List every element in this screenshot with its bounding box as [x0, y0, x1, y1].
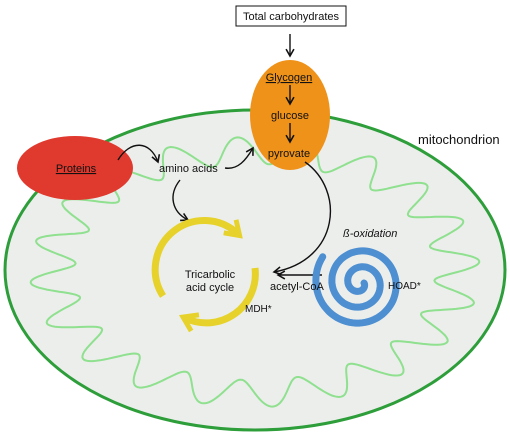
proteins-label: Proteins: [56, 163, 97, 175]
glycogen-label: Glycogen: [266, 72, 312, 84]
arrow-pyrovate-to-acetyl-coa: [272, 161, 332, 276]
arrow-proteins-to-amino-acids: [117, 144, 161, 164]
arrow-amino-acids-to-pyrovate: [224, 146, 254, 169]
amino-acids-label: amino acids: [159, 163, 218, 175]
total-carbohydrates-label: Total carbohydrates: [243, 11, 339, 23]
arrow-amino-acids-to-tca: [172, 179, 190, 222]
mitochondrion-label: mitochondrion: [418, 132, 500, 147]
glycogen-ellipse: [250, 60, 330, 170]
hoad-label: HOAD*: [388, 281, 421, 292]
proteins-ellipse: [17, 136, 133, 200]
tca-cycle-arc-upper: [151, 217, 243, 298]
tca-label-line2: acid cycle: [186, 282, 234, 294]
mdh-label: MDH*: [245, 304, 272, 315]
beta-oxidation-label: ß-oxidation: [343, 228, 397, 240]
tca-cycle-arc-lower: [178, 267, 259, 333]
pyrovate-label: pyrovate: [268, 148, 310, 160]
beta-oxidation-spiral: [312, 247, 400, 327]
glucose-label: glucose: [271, 110, 309, 122]
acetyl-coa-label: acetyl-CoA: [270, 281, 324, 293]
tca-label-line1: Tricarbolic: [185, 269, 236, 281]
total-carbohydrates-box: [235, 5, 347, 27]
inner-membrane-cristae: [29, 136, 481, 408]
